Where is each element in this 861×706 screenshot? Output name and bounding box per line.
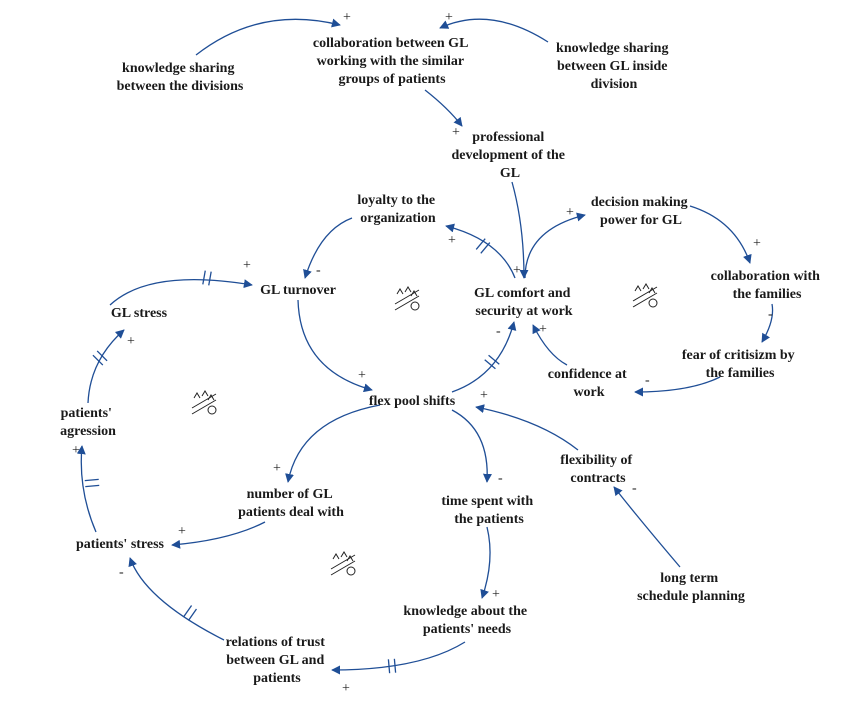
link-number-pstress — [171, 521, 266, 549]
link-flex-time — [451, 409, 492, 483]
node-knowledge-patients-needs: knowledge about the patients' needs — [403, 604, 530, 637]
polarity-collab-prof: + — [452, 125, 460, 140]
link-collab-prof — [424, 89, 463, 127]
polarity-turnover-flex: + — [358, 368, 366, 383]
node-collaboration-families: collaboration with the families — [711, 269, 824, 302]
loop-markers — [191, 283, 658, 576]
link-collabfam-fear — [761, 303, 774, 343]
polarity-fear-confidence: - — [645, 373, 650, 388]
link-comfort-decision — [524, 212, 586, 279]
delay-mark — [92, 350, 108, 366]
polarity-aggr-stressgl: + — [127, 334, 135, 349]
balancing-loop-icon — [330, 551, 356, 576]
polarity-loyalty-turnover: - — [316, 263, 321, 278]
link-confidence-comfort — [532, 324, 568, 366]
node-time-spent: time spent with the patients — [441, 494, 536, 527]
link-flex-number — [285, 404, 381, 483]
link-stressgl-turnover — [109, 279, 253, 306]
node-knowledge-sharing-divisions: knowledge sharing between the divisions — [117, 61, 244, 94]
link-ks_gl-collab — [439, 18, 549, 43]
node-fear-criticism: fear of critisizm by the families — [682, 348, 798, 381]
link-flex-comfort — [451, 321, 517, 393]
polarity-longterm-flexcon: - — [632, 481, 637, 496]
polarity-time-knowledge: + — [492, 587, 500, 602]
node-loyalty: loyalty to the organization — [357, 193, 438, 226]
polarity-number-pstress: + — [178, 524, 186, 539]
link-knowledge-trust — [331, 641, 466, 675]
delay-mark — [202, 270, 212, 286]
link-prof-comfort — [511, 181, 529, 279]
node-flex-pool-shifts: flex pool shifts — [369, 394, 456, 409]
link-time-knowledge — [480, 526, 491, 599]
node-number-of-patients: number of GL patients deal with — [238, 487, 344, 520]
delay-mark — [182, 605, 198, 621]
delay-mark — [387, 658, 397, 674]
node-confidence-at-work: confidence at work — [548, 367, 630, 400]
node-patients-stress: patients' stress — [76, 537, 165, 552]
polarity-comfort-loyalty: + — [448, 233, 456, 248]
node-professional-development: professional development of the GL — [451, 130, 568, 181]
polarity-flex-time: - — [498, 471, 503, 486]
polarity-comfort-decision: + — [566, 205, 574, 220]
node-gl-comfort-security: GL comfort and security at work — [474, 286, 574, 319]
delay-mark — [475, 238, 491, 254]
node-flexibility-contracts: flexibility of contracts — [560, 453, 635, 486]
polarity-stressgl-turnover: + — [243, 258, 251, 273]
node-knowledge-sharing-inside-division: knowledge sharing between GL inside divi… — [556, 41, 672, 92]
delay-marks — [84, 238, 500, 674]
polarity-ks_gl-collab: + — [445, 10, 453, 25]
delay-mark — [84, 478, 100, 488]
balancing-loop-icon — [632, 283, 658, 308]
link-ks_div-collab — [195, 18, 341, 56]
balancing-loop-icon — [191, 390, 217, 415]
link-comfort-loyalty — [445, 223, 516, 279]
node-decision-making-power: decision making power for GL — [591, 195, 691, 228]
polarity-flex-number: + — [273, 461, 281, 476]
node-gl-turnover: GL turnover — [260, 283, 336, 298]
polarity-signs: + + + + + - + + - - + - + + + + + + - + … — [72, 10, 773, 696]
node-patients-aggression: patients' agression — [60, 406, 116, 439]
node-relations-of-trust: relations of trust between GL and patien… — [226, 635, 329, 686]
node-collaboration-similar-groups: collaboration between GL working with th… — [313, 36, 471, 87]
link-longterm-flexcon — [613, 486, 681, 568]
delay-mark — [484, 354, 500, 370]
polarity-pstress-aggr: + — [72, 443, 80, 458]
polarity-trust-pstress: - — [119, 565, 124, 580]
polarity-knowledge-trust: + — [342, 681, 350, 696]
link-pstress-aggr — [76, 445, 97, 533]
link-loyalty-turnover — [303, 217, 353, 279]
polarity-decision-collabfam: + — [753, 236, 761, 251]
link-trust-pstress — [128, 557, 225, 641]
polarity-confidence-comfort: + — [539, 322, 547, 337]
link-turnover-flex — [297, 299, 373, 393]
node-long-term-planning: long term schedule planning — [637, 571, 745, 604]
link-aggr-stressgl — [87, 329, 125, 404]
link-fear-confidence — [634, 376, 721, 397]
link-decision-collabfam — [689, 205, 752, 264]
polarity-flex-comfort: - — [496, 324, 501, 339]
node-gl-stress: GL stress — [111, 306, 168, 321]
polarity-collabfam-fear: - — [768, 307, 773, 322]
nodes: knowledge sharing between the divisions … — [60, 36, 824, 686]
balancing-loop-icon — [394, 286, 420, 311]
polarity-prof-comfort: + — [513, 263, 521, 278]
polarity-flexcon-flex: + — [480, 388, 488, 403]
links — [76, 18, 774, 675]
polarity-ks_div-collab: + — [343, 10, 351, 25]
link-flexcon-flex — [475, 404, 579, 451]
